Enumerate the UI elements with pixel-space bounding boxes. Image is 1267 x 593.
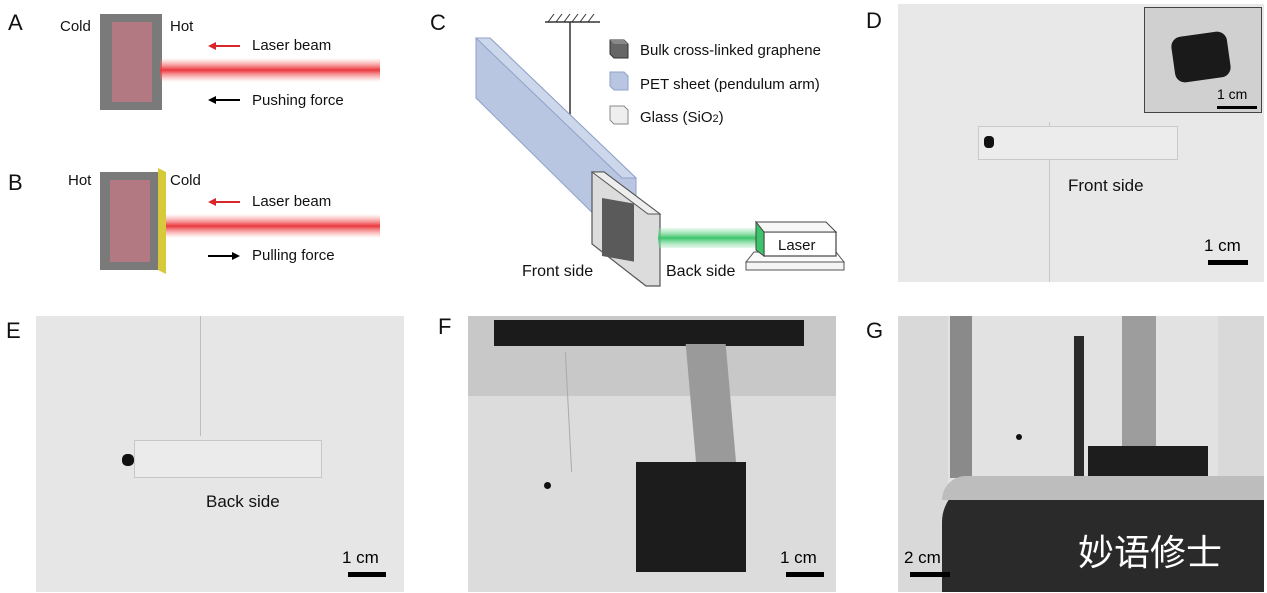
hot-label-a: Hot bbox=[170, 18, 194, 35]
graphene-dot-e bbox=[122, 454, 134, 466]
chamber-base-g bbox=[942, 482, 1264, 592]
arrow-left-red-b bbox=[208, 198, 216, 206]
laser-beam-b bbox=[166, 214, 380, 238]
chamber-rim-g bbox=[942, 476, 1264, 500]
scalebar-d bbox=[1208, 260, 1248, 265]
laser-beam-label-a: Laser beam bbox=[252, 37, 332, 54]
panel-b-diagram bbox=[100, 168, 380, 274]
scale-label-d: 1 cm bbox=[1204, 236, 1241, 255]
pet-strip-e bbox=[134, 440, 322, 478]
laser-beam-green bbox=[658, 228, 762, 248]
pulling-force-label: Pulling force bbox=[252, 247, 335, 264]
rod-mid-g bbox=[1074, 336, 1084, 486]
laser-beam-a bbox=[160, 58, 380, 82]
legend-icon-pet bbox=[609, 71, 629, 91]
arrow-left-black-a bbox=[208, 96, 216, 104]
legend-glass: Glass (SiO2) bbox=[640, 109, 724, 126]
scalebar-g bbox=[910, 572, 950, 577]
panel-label-c: C bbox=[430, 10, 446, 35]
graphene-dot-d bbox=[984, 136, 994, 148]
laser-label-c: Laser bbox=[778, 237, 816, 254]
panel-label-f: F bbox=[438, 314, 452, 339]
cold-label-b: Cold bbox=[170, 172, 201, 189]
top-bar-f bbox=[494, 320, 804, 346]
rod-left-g bbox=[950, 316, 972, 478]
legend-glass-subscript: 2 bbox=[712, 113, 719, 125]
arrow-left-red-a bbox=[208, 42, 216, 50]
legend-icon-graphene bbox=[609, 39, 629, 59]
back-side-label-c: Back side bbox=[666, 263, 736, 280]
inset-d: 1 cm bbox=[1144, 7, 1262, 113]
graphene-sample-c bbox=[602, 197, 634, 262]
panel-label-b: B bbox=[8, 170, 23, 195]
string-e bbox=[200, 316, 201, 436]
photo-f: 1 cm bbox=[468, 316, 836, 592]
panel-c-diagram bbox=[474, 13, 846, 287]
panel-a-diagram bbox=[100, 14, 380, 110]
graphene-dot-g bbox=[1016, 434, 1022, 440]
legend-glass-text: Glass (SiO bbox=[640, 109, 713, 126]
panel-label-e: E bbox=[6, 318, 21, 343]
caption-back-side-e: Back side bbox=[206, 492, 280, 511]
holder-base-f bbox=[636, 462, 746, 572]
laser-base bbox=[745, 261, 845, 271]
panel-label-g: G bbox=[866, 318, 884, 343]
graphene-dot-f bbox=[544, 482, 551, 489]
legend-icon-glass bbox=[609, 105, 629, 125]
graphene-bulk-inset bbox=[1170, 30, 1232, 84]
string-d bbox=[1049, 122, 1050, 282]
scalebar-inset-d bbox=[1217, 106, 1257, 109]
legend-pet: PET sheet (pendulum arm) bbox=[640, 76, 820, 93]
scale-inset-d: 1 cm bbox=[1217, 86, 1248, 102]
scalebar-e bbox=[348, 572, 386, 577]
hot-label-b: Hot bbox=[68, 172, 92, 189]
legend-graphene: Bulk cross-linked graphene bbox=[640, 42, 821, 59]
scale-label-e: 1 cm bbox=[342, 548, 379, 567]
scale-label-f: 1 cm bbox=[780, 548, 817, 567]
laser-beam-label-b: Laser beam bbox=[252, 193, 332, 210]
photo-d: 1 cm Front side 1 cm bbox=[898, 4, 1264, 282]
caption-front-side-d: Front side bbox=[1068, 176, 1144, 195]
pet-strip-d bbox=[978, 126, 1178, 160]
yellow-coating-b bbox=[158, 168, 166, 274]
scale-label-g: 2 cm bbox=[904, 548, 941, 567]
pushing-force-label: Pushing force bbox=[252, 92, 344, 109]
panel-label-d: D bbox=[866, 8, 882, 33]
photo-g: 2 cm 妙语修士 bbox=[898, 316, 1264, 592]
watermark-text: 妙语修士 bbox=[1078, 533, 1223, 574]
panel-label-a: A bbox=[8, 10, 23, 35]
cold-label-a: Cold bbox=[60, 18, 91, 35]
front-side-label-c: Front side bbox=[522, 263, 594, 280]
scalebar-f bbox=[786, 572, 824, 577]
arrow-right-black-b bbox=[232, 252, 240, 260]
photo-e: Back side 1 cm bbox=[36, 316, 404, 592]
